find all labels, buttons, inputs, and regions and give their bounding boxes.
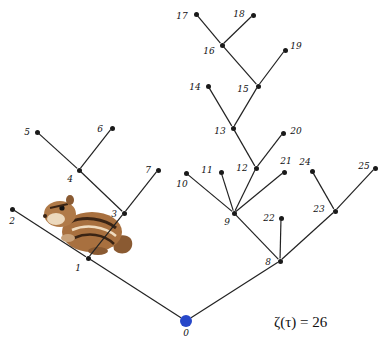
tree-vertex: 11 [219, 170, 224, 175]
vertex-number: 1 [74, 263, 82, 273]
tree-edge [198, 16, 221, 43]
tree-edge [222, 174, 233, 210]
tree-edge [188, 175, 232, 212]
vertex-number: 16 [202, 46, 215, 56]
vertex-number: 8 [264, 257, 272, 267]
tree-edge [90, 259, 181, 317]
vertex-number: 4 [66, 174, 74, 184]
tree-vertex: 22 [279, 216, 284, 221]
tree-vertex: 13 [231, 126, 236, 131]
vertex-number: 15 [236, 84, 249, 94]
chipmunk [43, 195, 132, 255]
vertex-number: 12 [235, 163, 248, 173]
vertex-number: 20 [289, 126, 302, 136]
vertex-number: 24 [298, 157, 311, 167]
vertex-number: 2 [8, 216, 16, 226]
vertex-number: 18 [232, 9, 245, 19]
tree-vertex: 5 [35, 130, 40, 135]
tree-vertex: 12 [254, 166, 259, 171]
tree-vertex: 4 [77, 168, 82, 173]
tree-vertex: 3 [122, 211, 127, 216]
vertex-number: 5 [23, 127, 31, 137]
tree-edge [224, 47, 257, 84]
vertex-number: 13 [213, 126, 226, 136]
vertex-number: 3 [110, 209, 118, 219]
tree-vertex: 10 [184, 171, 189, 176]
vertex-number: 22 [262, 213, 275, 223]
vertex-number: 19 [289, 41, 302, 51]
vertex-number: 25 [357, 161, 370, 171]
vertex-number: 9 [223, 217, 231, 227]
vertex-number: 23 [312, 204, 325, 214]
root-vertex: 0 [180, 315, 192, 327]
tree-vertex: 21 [282, 170, 287, 175]
tree-vertex: 25 [373, 166, 378, 171]
tree-edge [81, 130, 111, 168]
tree-vertex: 6 [110, 126, 115, 131]
vertex-number: 11 [200, 165, 213, 175]
tree-vertex: 24 [310, 169, 315, 174]
tree-vertex: 2 [10, 207, 15, 212]
tree-edge [337, 170, 374, 209]
tree-edge [224, 17, 251, 44]
tree-vertex: 20 [281, 131, 286, 136]
vertex-number: 0 [182, 328, 190, 337]
vertex-number: 6 [96, 124, 104, 134]
vertex-number: 21 [279, 156, 292, 166]
tree-vertex: 7 [156, 168, 161, 173]
tree-vertex: 17 [194, 12, 199, 17]
tree-edge [191, 262, 278, 317]
tree-vertex: 23 [333, 209, 338, 214]
tree-vertex: 8 [278, 259, 283, 264]
tree-edge [209, 88, 231, 126]
vertex-number: 10 [175, 179, 188, 189]
tree-vertex: 18 [251, 13, 256, 18]
tree-vertex: 14 [206, 84, 211, 89]
tree-vertex: 19 [283, 48, 288, 53]
tree-edge [260, 52, 284, 84]
vertex-number: 7 [144, 165, 152, 175]
vertex-number: 17 [175, 11, 188, 21]
tree-edge [279, 220, 281, 258]
tree-edge [258, 135, 282, 166]
tree-vertex: 16 [220, 43, 225, 48]
tree-edge [90, 215, 123, 256]
tree-edge [14, 210, 86, 256]
tree-edge [282, 213, 333, 260]
tree-edge [81, 172, 122, 212]
vertex-number: 14 [188, 82, 201, 92]
tree-vertex: 15 [256, 84, 261, 89]
tree-edge [126, 172, 157, 211]
tree-edge [313, 173, 334, 209]
tree-edge [234, 130, 255, 166]
tree-edge [39, 134, 77, 169]
tree-edge [236, 174, 282, 212]
count-formula: ζ(τ) = 26 [274, 314, 327, 331]
tree-vertex: 9 [232, 211, 237, 216]
tree-vertex: 1 [86, 256, 91, 261]
